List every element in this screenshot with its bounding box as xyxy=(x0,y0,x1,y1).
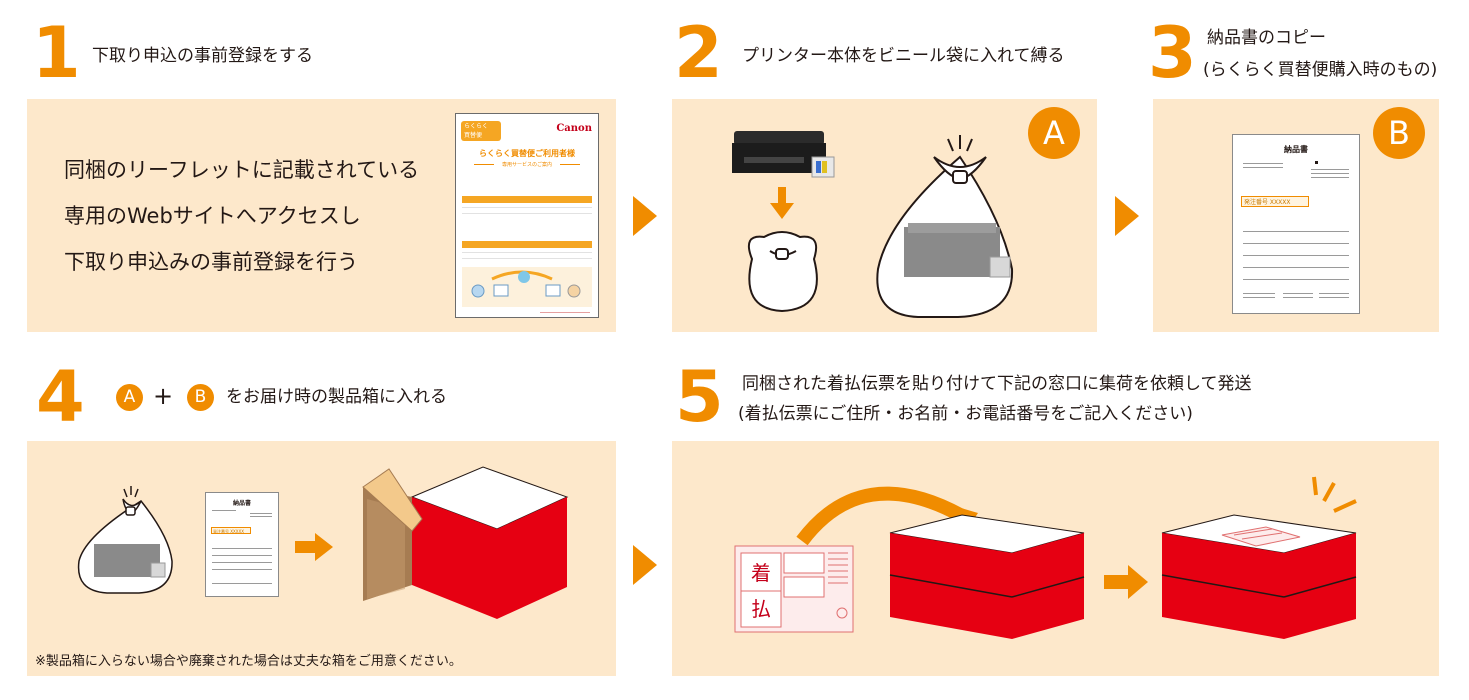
box-with-slip xyxy=(1161,476,1357,639)
step-1-line-1: 同梱のリーフレットに記載されている xyxy=(64,158,420,182)
step-1-number: 1 xyxy=(32,12,81,94)
leaflet-title: らくらく買替便ご利用者様 xyxy=(479,149,575,158)
step-1-line-2: 専用のWebサイトへアクセスし xyxy=(64,204,361,228)
leaflet-bar-1 xyxy=(462,196,592,203)
order-number-field: 発注番号 XXXXX xyxy=(1241,196,1309,207)
flow-arrow-2 xyxy=(1115,196,1139,236)
leaflet-badge: らくらく 買替便 xyxy=(461,121,501,141)
delivery-note-small-title: 納品書 xyxy=(232,500,251,507)
step-1-panel: 同梱のリーフレットに記載されている 専用のWebサイトへアクセスし 下取り申込み… xyxy=(27,99,616,332)
flow-arrow-3 xyxy=(633,545,657,585)
step-4-note: ※製品箱に入らない場合や廃棄された場合は丈夫な箱をご用意ください。 xyxy=(35,654,462,669)
cod-slip xyxy=(734,545,854,633)
step-3-number: 3 xyxy=(1148,12,1197,94)
slip-char-2: 払 xyxy=(751,597,771,621)
delivery-note-title: 納品書 xyxy=(1284,145,1308,154)
slip-char-1: 着 xyxy=(751,561,771,585)
badge-b: B xyxy=(1373,107,1425,159)
delivery-note-document: 納品書 発注番号 XXXXX xyxy=(1232,134,1360,314)
step-1-heading: 下取り申込の事前登録をする xyxy=(92,46,313,66)
leaflet-illustration xyxy=(462,267,592,307)
open-product-box xyxy=(362,466,569,619)
step-4-badge-a: A xyxy=(116,384,143,411)
delivery-note-small: 納品書 発注番号 XXXXX xyxy=(205,492,279,597)
step-4-arrow-and-box xyxy=(295,466,569,619)
step-2-number: 2 xyxy=(674,12,723,94)
leaflet-image: らくらく 買替便 Canon らくらく買替便ご利用者様 専用サービスのご案内 xyxy=(455,113,599,318)
step-5-number: 5 xyxy=(675,356,724,438)
order-number-field-small: 発注番号 XXXXX xyxy=(211,527,251,534)
step-5-heading-2: (着払伝票にご住所・お名前・お電話番号をご記入ください) xyxy=(738,404,1193,424)
badge-a: A xyxy=(1028,107,1080,159)
leaflet-bar-2 xyxy=(462,241,592,248)
closed-box xyxy=(889,514,1085,639)
step-4-heading: をお届け時の製品箱に入れる xyxy=(226,387,447,407)
step-5-illustration xyxy=(734,476,1357,639)
step-4-plus: + xyxy=(153,382,174,410)
step-5-heading-1: 同梱された着払伝票を貼り付けて下記の窓口に集荷を依頼して発送 xyxy=(742,374,1252,394)
leaflet-subtitle: 専用サービスのご案内 xyxy=(501,162,552,168)
step-4-panel: 納品書 発注番号 XXXXX ※製品箱に入らない場合や廃棄された場合は丈夫な箱を… xyxy=(27,441,616,676)
step-3-panel: B 納品書 発注番号 XXXXX xyxy=(1153,99,1439,332)
step-1-line-3: 下取り申込みの事前登録を行う xyxy=(64,250,358,274)
tied-bag-small xyxy=(748,231,818,313)
flow-arrow-1 xyxy=(633,196,657,236)
step-2-illustration xyxy=(732,131,1014,318)
bagged-printer-small xyxy=(77,486,173,594)
step-3-heading-1: 納品書のコピー xyxy=(1207,28,1326,48)
step-3-heading-2: (らくらく買替便購入時のもの) xyxy=(1203,60,1438,80)
bagged-printer xyxy=(876,135,1014,318)
printer-image xyxy=(732,131,835,178)
step-2-panel: A xyxy=(672,99,1097,332)
canon-logo: Canon xyxy=(556,123,592,134)
step-2-heading: プリンター本体をビニール袋に入れて縛る xyxy=(742,46,1065,66)
step-5-panel: 着 払 xyxy=(672,441,1439,676)
step-4-number: 4 xyxy=(36,356,85,438)
step-4-badge-b: B xyxy=(187,384,214,411)
